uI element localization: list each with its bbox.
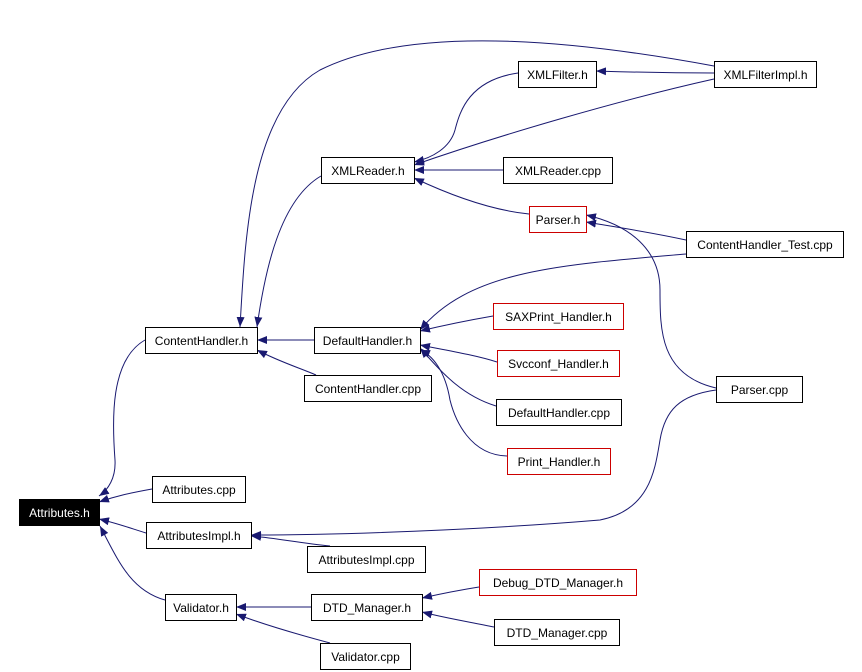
edge-xmlfilterimpl_h-to-xmlfilter_h xyxy=(595,67,715,76)
edge-parser_cpp-to-attributesimpl_h xyxy=(250,389,717,539)
node-parser_h[interactable]: Parser.h xyxy=(529,206,587,233)
edge-saxprint_handler_h-to-defaulthandler_h xyxy=(419,315,494,333)
edge-dtd_manager_cpp-to-dtd_manager_h xyxy=(421,610,495,628)
edge-xmlreader_h-to-contenthandler_h xyxy=(254,175,322,328)
node-box[interactable] xyxy=(716,376,803,403)
node-contenthandler_h[interactable]: ContentHandler.h xyxy=(145,327,258,354)
node-saxprint_handler_h[interactable]: SAXPrint_Handler.h xyxy=(493,303,624,330)
node-contenthandler_test_cpp[interactable]: ContentHandler_Test.cpp xyxy=(686,231,844,258)
node-xmlfilter_h[interactable]: XMLFilter.h xyxy=(518,61,597,88)
node-label: DefaultHandler.h xyxy=(323,334,412,348)
edge-xmlfilterimpl_h-to-contenthandler_h xyxy=(236,40,715,328)
node-dtd_manager_h[interactable]: DTD_Manager.h xyxy=(311,594,423,621)
node-label: XMLReader.cpp xyxy=(515,164,601,178)
node-box[interactable] xyxy=(19,499,100,526)
edge-attributes_cpp-to-attributes_h xyxy=(98,488,153,503)
node-box[interactable] xyxy=(493,303,624,330)
node-attributes_h[interactable]: Attributes.h xyxy=(19,499,100,526)
node-defaulthandler_h[interactable]: DefaultHandler.h xyxy=(314,327,421,354)
edge-attributesimpl_h-to-attributes_h xyxy=(98,517,147,534)
edge-svcconf_handler_h-to-defaulthandler_h xyxy=(419,343,498,363)
node-label: ContentHandler.h xyxy=(155,334,248,348)
edge-print_handler_h-to-defaulthandler_h xyxy=(419,349,508,457)
node-label: Svcconf_Handler.h xyxy=(508,357,609,371)
edge-contenthandler_cpp-to-contenthandler_h xyxy=(256,349,317,376)
node-box[interactable] xyxy=(314,327,421,354)
node-attributes_cpp[interactable]: Attributes.cpp xyxy=(152,476,246,503)
node-box[interactable] xyxy=(503,157,613,184)
node-label: Attributes.h xyxy=(29,506,90,520)
edge-validator_cpp-to-validator_h xyxy=(235,613,331,644)
node-box[interactable] xyxy=(307,546,426,573)
node-validator_h[interactable]: Validator.h xyxy=(165,594,237,621)
node-contenthandler_cpp[interactable]: ContentHandler.cpp xyxy=(304,375,432,402)
node-box[interactable] xyxy=(714,61,817,88)
node-box[interactable] xyxy=(686,231,844,258)
node-box[interactable] xyxy=(529,206,587,233)
edge-parser_cpp-to-parser_h xyxy=(585,213,717,389)
node-label: Validator.h xyxy=(173,601,229,615)
edge-validator_h-to-attributes_h xyxy=(99,525,166,601)
node-label: SAXPrint_Handler.h xyxy=(505,310,612,324)
node-attributesimpl_h[interactable]: AttributesImpl.h xyxy=(146,522,252,549)
node-label: DTD_Manager.h xyxy=(323,601,411,615)
node-svcconf_handler_h[interactable]: Svcconf_Handler.h xyxy=(497,350,620,377)
node-label: DefaultHandler.cpp xyxy=(508,406,610,420)
node-xmlfilterimpl_h[interactable]: XMLFilterImpl.h xyxy=(714,61,817,88)
node-box[interactable] xyxy=(152,476,246,503)
node-label: Print_Handler.h xyxy=(518,455,601,469)
node-debug_dtd_manager_h[interactable]: Debug_DTD_Manager.h xyxy=(479,569,637,596)
node-label: XMLFilter.h xyxy=(527,68,588,82)
node-box[interactable] xyxy=(304,375,432,402)
node-label: XMLFilterImpl.h xyxy=(723,68,807,82)
edge-parser_h-to-xmlreader_h xyxy=(413,177,530,215)
node-xmlreader_cpp[interactable]: XMLReader.cpp xyxy=(503,157,613,184)
node-box[interactable] xyxy=(145,327,258,354)
node-parser_cpp[interactable]: Parser.cpp xyxy=(716,376,803,403)
edge-contenthandler_h-to-attributes_h xyxy=(98,339,146,497)
edge-xmlfilterimpl_h-to-xmlreader_h xyxy=(413,78,715,166)
edge-xmlfilter_h-to-xmlreader_h xyxy=(413,72,519,164)
node-attributesimpl_cpp[interactable]: AttributesImpl.cpp xyxy=(307,546,426,573)
edges-layer xyxy=(98,40,717,644)
node-label: Validator.cpp xyxy=(331,650,400,664)
node-label: XMLReader.h xyxy=(331,164,404,178)
node-box[interactable] xyxy=(320,643,411,670)
node-box[interactable] xyxy=(146,522,252,549)
node-box[interactable] xyxy=(507,448,611,475)
node-label: ContentHandler_Test.cpp xyxy=(697,238,833,252)
node-xmlreader_h[interactable]: XMLReader.h xyxy=(321,157,415,184)
node-label: Parser.cpp xyxy=(731,383,789,397)
node-box[interactable] xyxy=(518,61,597,88)
node-dtd_manager_cpp[interactable]: DTD_Manager.cpp xyxy=(494,619,620,646)
edge-contenthandler_test_cpp-to-parser_h xyxy=(585,219,687,241)
node-box[interactable] xyxy=(497,350,620,377)
node-box[interactable] xyxy=(165,594,237,621)
node-label: Parser.h xyxy=(536,213,581,227)
nodes-layer: Attributes.h ContentHandler.h XMLReader.h X… xyxy=(19,61,844,670)
node-label: Debug_DTD_Manager.h xyxy=(493,576,623,590)
node-label: AttributesImpl.cpp xyxy=(318,553,414,567)
edge-contenthandler_test_cpp-to-defaulthandler_h xyxy=(419,253,687,331)
node-label: ContentHandler.cpp xyxy=(315,382,421,396)
node-print_handler_h[interactable]: Print_Handler.h xyxy=(507,448,611,475)
node-box[interactable] xyxy=(311,594,423,621)
edge-debug_dtd_manager_h-to-dtd_manager_h xyxy=(421,586,480,600)
node-box[interactable] xyxy=(496,399,622,426)
node-label: DTD_Manager.cpp xyxy=(507,626,608,640)
node-validator_cpp[interactable]: Validator.cpp xyxy=(320,643,411,670)
node-defaulthandler_cpp[interactable]: DefaultHandler.cpp xyxy=(496,399,622,426)
edge-attributesimpl_cpp-to-attributesimpl_h xyxy=(250,532,331,547)
node-box[interactable] xyxy=(494,619,620,646)
node-label: Attributes.cpp xyxy=(162,483,236,497)
node-box[interactable] xyxy=(321,157,415,184)
node-box[interactable] xyxy=(479,569,637,596)
node-label: AttributesImpl.h xyxy=(157,529,240,543)
